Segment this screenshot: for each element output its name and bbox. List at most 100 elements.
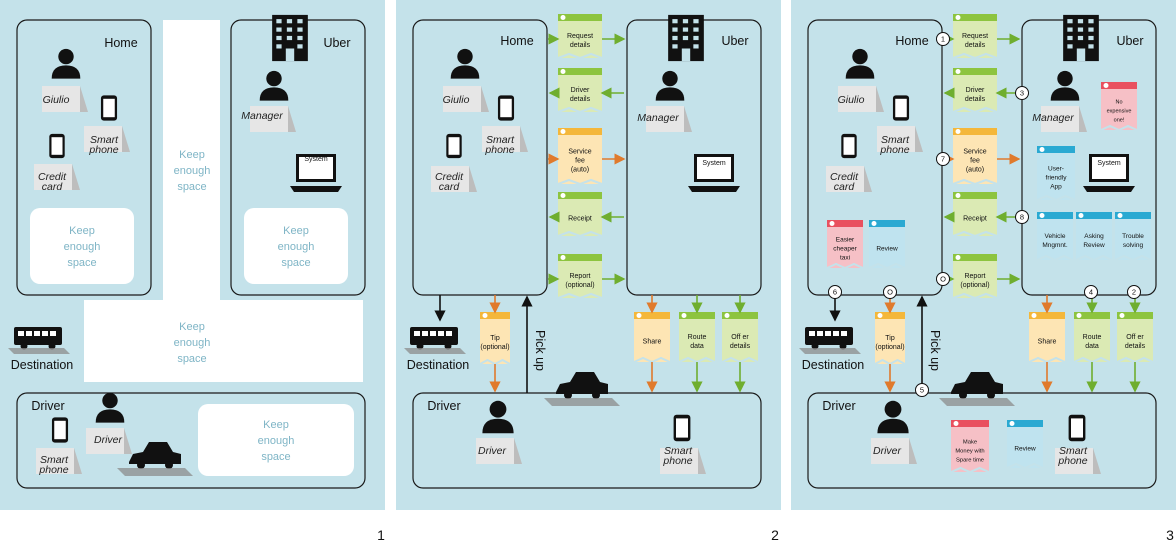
sticky-note-label: details (965, 42, 986, 49)
step-number-badge: 1 (936, 32, 950, 46)
step-number-badge: 5 (915, 383, 929, 397)
sticky-note-header (1037, 146, 1075, 153)
sticky-note-body (634, 312, 670, 362)
sticky-note-label: Route (1083, 334, 1102, 341)
smartphone-icon (673, 414, 691, 442)
smartphone-label: phone (879, 144, 909, 156)
credit-card-label: Credit (38, 171, 67, 183)
sticky-note-body (953, 68, 997, 112)
sticky-note-header (480, 312, 510, 319)
smartphone-label: Smart (881, 134, 910, 146)
smartphone-icon (892, 95, 910, 121)
sticky-note-header (558, 254, 602, 261)
exchange-note: Report(optional) (557, 254, 603, 300)
sticky-note-label: fee (575, 157, 585, 164)
sticky-note-header (827, 220, 863, 227)
exchange-note: Off er details (721, 312, 759, 364)
tip-note: Tip(optional) (479, 312, 511, 366)
sticky-note-pin-icon (955, 69, 961, 74)
system-label: System (304, 156, 328, 163)
home-title: Home (500, 34, 533, 48)
sticky-note-pin-icon (955, 129, 961, 134)
building-icon (668, 14, 704, 62)
sticky-note-pin-icon (1078, 213, 1084, 218)
keep-space-area (244, 208, 348, 284)
sticky-note-body (558, 14, 602, 58)
sticky-note-header (1074, 312, 1110, 319)
smartphone-label: Smart (40, 454, 69, 466)
sticky-note-label: Driver (966, 87, 985, 94)
exchange-note: Driver details (952, 68, 998, 114)
step-number-circle (1127, 285, 1141, 299)
sticky-note-edge (557, 52, 603, 60)
sticky-note-label: Make (963, 439, 977, 445)
credit-card-label: Credit (830, 171, 859, 183)
sticky-note-body (1007, 420, 1043, 468)
smartphone-label: phone (662, 455, 692, 467)
sticky-note-label: Vehicle (1045, 233, 1066, 240)
sticky-note-label: Off er (731, 334, 749, 341)
sticky-note-label: Money with (955, 448, 984, 454)
sticky-note-header (869, 220, 905, 227)
sticky-note-label: Request (962, 33, 988, 40)
sticky-note-edge (868, 262, 906, 270)
sticky-note-header (1037, 212, 1073, 219)
building-icon (272, 14, 308, 62)
sticky-note-edge (826, 262, 864, 270)
step-number-circle (1015, 86, 1029, 100)
smartphone-label: Smart (90, 134, 119, 146)
step-number-circle (936, 32, 950, 46)
bus-icon (799, 327, 861, 354)
smartphone-label: phone (1057, 455, 1087, 467)
sticky-note-label: (optional) (875, 344, 904, 351)
sticky-note-body (679, 312, 715, 362)
sticky-note-label: Trouble (1122, 233, 1144, 240)
sticky-note-body (1076, 212, 1112, 260)
sticky-note-label: details (1125, 343, 1146, 350)
sticky-note-pin-icon (560, 255, 566, 260)
step-number: 3 (1020, 89, 1024, 98)
credit-card-label: card (834, 181, 856, 193)
panels: HomeGiulioSmartphoneCreditcardKeepenough… (0, 0, 1176, 543)
sticky-note-label: Share (1038, 338, 1057, 345)
sticky-note-pin-icon (482, 313, 488, 318)
sticky-note-label: Report (569, 273, 590, 280)
keep-space-label: space (67, 257, 96, 269)
keep-space-label: space (261, 451, 290, 463)
sticky-note-label: Share (643, 338, 662, 345)
bus-icon (8, 327, 70, 354)
step-number-badge: O (936, 272, 950, 286)
driver-label: Driver (478, 445, 507, 457)
insight-review-note: Review (868, 220, 906, 270)
sticky-note-label: details (730, 343, 751, 350)
sticky-note-header (558, 128, 602, 135)
sticky-note-header (558, 68, 602, 75)
keep-space-label: space (177, 353, 206, 365)
step-number-badge: O (883, 285, 897, 299)
step-number-circle (936, 272, 950, 286)
manager-label: Manager (637, 112, 679, 124)
sticky-note-pin-icon (1031, 313, 1037, 318)
sticky-note-pin-icon (1039, 213, 1045, 218)
sticky-note-label: Mngmnt. (1042, 242, 1067, 249)
sticky-note-label: friendly (1046, 174, 1068, 181)
sticky-note-body (1115, 212, 1151, 260)
sticky-note-body (1101, 82, 1137, 130)
sticky-note-label: (optional) (480, 344, 509, 351)
sticky-note-pin-icon (724, 313, 730, 318)
sticky-note-label: Review (876, 245, 898, 252)
sticky-note-edge (952, 178, 998, 186)
exchange-note: Receipt (952, 192, 998, 238)
sticky-note-label: Off er (1126, 334, 1144, 341)
smartphone-label: phone (38, 464, 68, 476)
sticky-note-pin-icon (829, 221, 835, 226)
sticky-note-body (953, 254, 997, 298)
sticky-note-label: details (965, 96, 986, 103)
system-label: System (702, 160, 726, 167)
sticky-note-pin-icon (1103, 83, 1109, 88)
sticky-note-edge (1036, 194, 1076, 202)
